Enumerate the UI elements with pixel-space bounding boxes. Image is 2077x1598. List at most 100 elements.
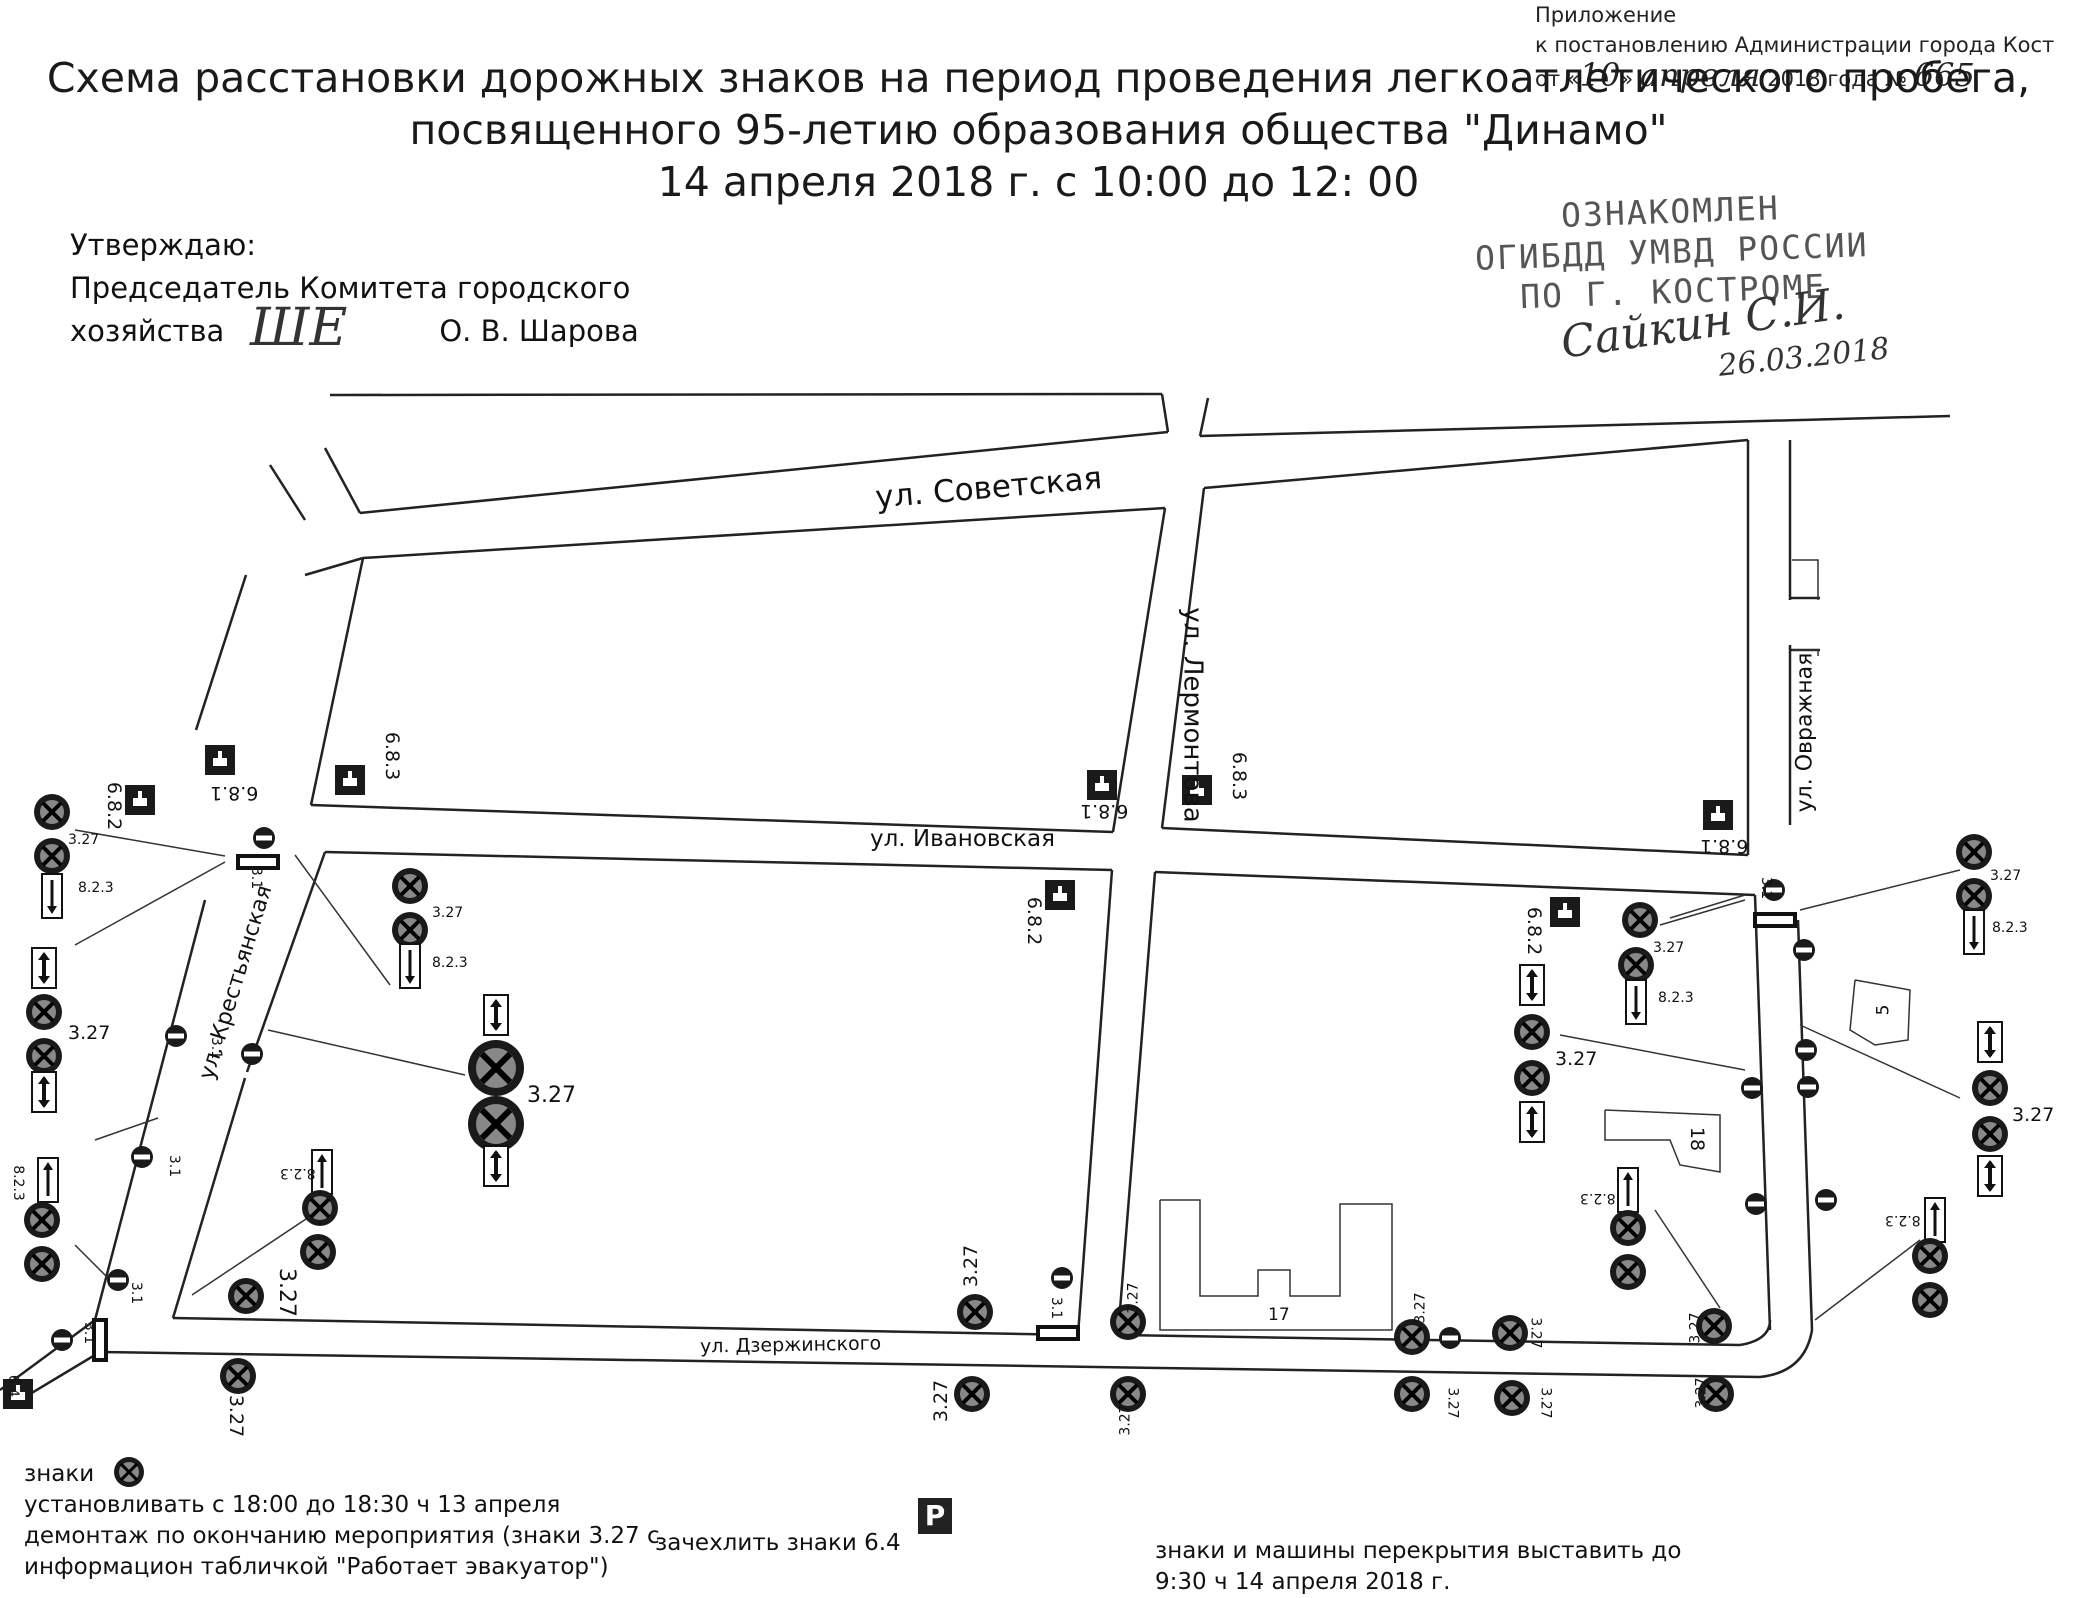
no-stop-sign [1492, 1378, 1532, 1418]
sign-code: 8.2.3 [9, 1165, 26, 1201]
block-c [171, 1077, 247, 1319]
leader [1814, 1239, 1921, 1321]
street-label-dzerzhinskogo: ул. Дзержинского [699, 1332, 882, 1358]
road-edge [0, 1318, 96, 1392]
no-stop-sign [1910, 1280, 1950, 1320]
title-line-1: Схема расстановки дорожных знаков на пер… [46, 54, 2031, 102]
signature-chairman: ШЕ [249, 298, 347, 358]
arrow-plate [398, 942, 422, 990]
sign-code: 6.8.3 [381, 731, 404, 781]
arrow-plate [30, 946, 58, 990]
arrow-plate [36, 1156, 60, 1204]
sign-code: 3.1 [1758, 876, 1775, 900]
appendix-prefix: от « [1535, 67, 1580, 91]
pedestrian-sign [1087, 770, 1117, 800]
appendix-mid2: 2018 года № [1760, 67, 1908, 91]
sign-code: 3.27 [225, 1394, 248, 1438]
block-a [1111, 507, 1167, 833]
block-d [1154, 870, 1756, 897]
sign-code: 8.2.3 [1658, 990, 1694, 1006]
arrow-plate [30, 1070, 58, 1114]
sign-code: 3.27 [1527, 1317, 1544, 1349]
leader [1559, 1034, 1746, 1071]
no-stop-sign [1970, 1114, 2010, 1154]
sign-code: 3.27 [930, 1379, 953, 1423]
arrow-plate [40, 872, 64, 920]
no-entry-sign [165, 1025, 187, 1047]
sign-code: 3.27 [1555, 1048, 1598, 1070]
title-line-2: посвященного 95-летию образования общест… [409, 106, 1668, 154]
no-stop-sign [22, 1200, 62, 1240]
no-entry-sign [241, 1043, 263, 1065]
no-stop-sign [298, 1232, 338, 1272]
block-a [310, 803, 1114, 834]
approval-name: О. В. Шарова [439, 314, 639, 348]
block-a [362, 506, 1166, 560]
sign-code: 3.1 [248, 866, 265, 890]
sign-code: 3.27 [432, 905, 464, 921]
leader [294, 854, 391, 986]
no-entry-sign [1745, 1193, 1767, 1215]
no-entry-sign [253, 827, 275, 849]
sign-code: 8.2.3 [1580, 1190, 1616, 1206]
road-edge [1199, 414, 1951, 438]
no-stop-sign [1512, 1058, 1552, 1098]
leader [1669, 894, 1746, 919]
leader [191, 1214, 313, 1296]
no-stop-legend-icon [113, 1457, 144, 1487]
barrier-sign [1753, 912, 1797, 928]
no-stop-sign [1608, 1252, 1648, 1292]
no-stop-sign [300, 1188, 340, 1228]
leader-lines [74, 829, 1961, 1321]
sign-code: 3.27 [1117, 1404, 1134, 1436]
no-entry-sign [107, 1269, 129, 1291]
no-entry-sign [1793, 939, 1815, 961]
street-label-lermontova: ул. Лермонтова [1177, 607, 1208, 823]
no-stop-sign [390, 866, 430, 906]
barrier-sign [1036, 1325, 1080, 1341]
no-stop-sign [1970, 1068, 2010, 1108]
notes-signs-prefix: знаки [24, 1461, 95, 1487]
road-edge [323, 447, 362, 514]
arrow-plate [1976, 1020, 2004, 1064]
appendix-line-2: к постановлению Администрации города Кос… [1535, 33, 2055, 57]
no-entry-sign [1795, 1039, 1817, 1061]
sign-code: 3.1 [1048, 1296, 1065, 1320]
sign-code: 8.2.3 [78, 880, 114, 896]
sign-code: 6.8.1 [210, 782, 259, 804]
block-d [1753, 894, 1772, 1331]
no-stop-sign [1620, 900, 1660, 940]
no-stop-sign [24, 992, 64, 1032]
block-a [309, 557, 365, 806]
pedestrian-sign [335, 765, 365, 795]
appendix-line-3: от «10» апреля 2018 года № 665 [1535, 59, 2054, 94]
sign-code: 6.4 [5, 1374, 22, 1398]
sign-code: 3.27 [68, 1022, 111, 1044]
no-stop-sign [24, 1036, 64, 1076]
sign-code: 6.8.3 [1228, 751, 1251, 801]
approval-line-1: Утверждаю: [70, 228, 257, 262]
road-edge [1796, 919, 1814, 1331]
block-c [1076, 869, 1114, 1336]
approval-block: Утверждаю: Председатель Комитета городск… [70, 224, 639, 353]
arrow-plate [1616, 1166, 1640, 1214]
sign-code: 8.2.3 [1992, 920, 2028, 936]
block-d-corner [1739, 1319, 1772, 1347]
leader [1659, 899, 1746, 926]
sign-code: 8.2.3 [1885, 1212, 1921, 1228]
no-stop-sign [390, 910, 430, 950]
sign-code: 3.27 [960, 1244, 983, 1288]
arrow-plate [1518, 1100, 1546, 1144]
no-entry-sign [1815, 1189, 1837, 1211]
no-entry-sign [131, 1146, 153, 1168]
arrow-plate [1923, 1196, 1947, 1244]
no-entry-sign [51, 1329, 73, 1351]
no-stop-sign [1954, 832, 1994, 872]
no-stop-sign [32, 836, 72, 876]
pedestrian-sign [205, 745, 235, 775]
sign-code: 3.27 [1687, 1312, 1704, 1344]
appendix-header: Приложение к постановлению Администрации… [1535, 0, 2054, 94]
pedestrian-sign [1045, 880, 1075, 910]
block-c [245, 851, 327, 1073]
